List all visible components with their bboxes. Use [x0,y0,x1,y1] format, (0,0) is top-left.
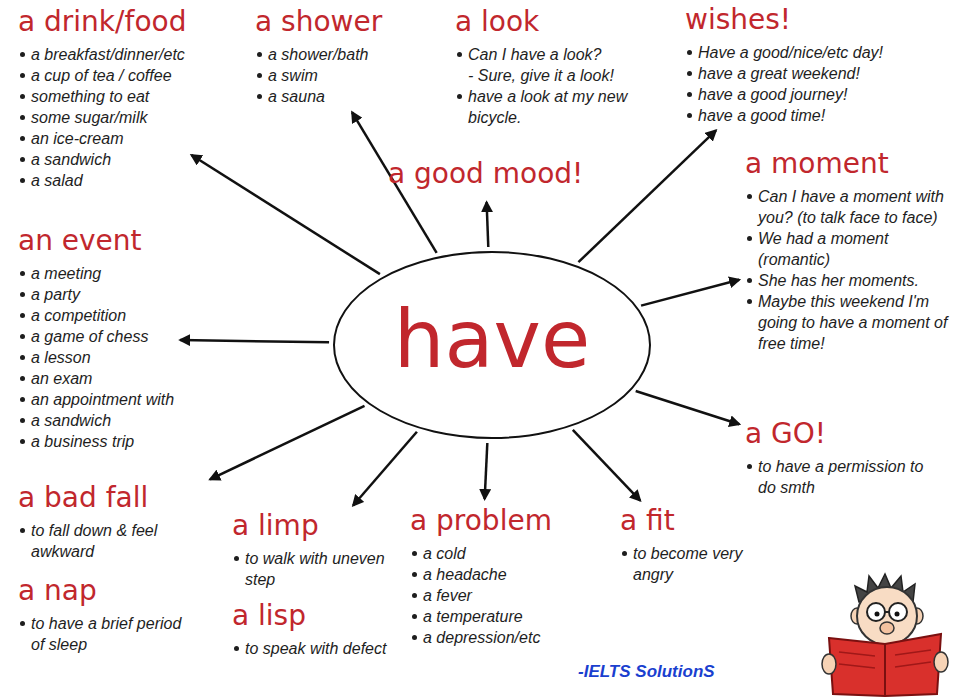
connector-arrow [485,443,488,499]
collocation-group: a lisp to speak with defect [232,600,386,659]
glasses [867,603,885,621]
example-item: a shower/bath [255,44,382,65]
central-word: have [394,300,590,390]
example-item: have a look at my new bicycle. [455,86,665,128]
example-item: a lesson [18,347,174,368]
collocation-group: a momentCan I have a moment with you? (t… [745,148,950,354]
pupil [875,612,880,617]
example-item: a business trip [18,431,174,452]
connector-arrow [578,130,716,262]
example-item: have a good time! [685,105,883,126]
example-item: Can I have a look? [455,44,665,65]
connector-arrow [180,340,329,342]
example-item: a temperature [410,606,552,627]
collocation-group: an event a meetinga partya competitiona g… [18,225,174,452]
collocation-group: a drink/food a breakfast/dinner/etca cup … [18,6,186,191]
example-item: - Sure, give it a look! [455,65,665,86]
collocation-group: a nap to have a brief period of sleep [18,575,198,655]
example-item: an ice-cream [18,128,186,149]
collocation-group: a lookCan I have a look?- Sure, give it … [455,6,665,128]
example-item: a party [18,284,174,305]
book-lines [839,650,931,668]
example-item: to fall down & feel awkward [18,520,223,562]
group-heading: a limp [232,510,397,542]
group-heading: a moment [745,148,950,180]
example-item: have a good journey! [685,84,883,105]
example-item: to become very angry [620,543,745,585]
head [857,587,917,645]
example-item: a depression/etc [410,627,552,648]
example-item: to walk with uneven step [232,548,397,590]
example-item: a sauna [255,86,382,107]
collocation-group: a good mood! [388,158,583,196]
collocation-group: a limp to walk with uneven step [232,510,397,590]
collocation-group: a GO! to have a permission to do smth [745,418,945,498]
example-item: a fever [410,585,552,606]
example-item: to have a permission to do smth [745,456,945,498]
example-item: a cold [410,543,552,564]
connector-arrow [573,430,640,501]
group-heading: a problem [410,505,552,537]
collocation-group: a bad fall to fall down & feel awkward [18,482,223,562]
connector-arrow [487,202,489,247]
example-item: a sandwich [18,410,174,431]
group-heading: a bad fall [18,482,223,514]
group-heading: wishes! [685,4,883,36]
pupil [895,612,900,617]
example-item: some sugar/milk [18,107,186,128]
example-item: a swim [255,65,382,86]
group-heading: a lisp [232,600,386,632]
group-heading: a look [455,6,665,38]
example-item: She has her moments. [745,270,950,291]
example-item: Can I have a moment with you? (to talk f… [745,186,950,228]
book-spine [884,644,886,696]
example-item: a competition [18,305,174,326]
glasses-bridge [885,611,889,613]
connector-arrow [353,432,417,506]
example-item: an exam [18,368,174,389]
hand [822,654,836,674]
hand [934,652,948,672]
glasses [889,603,907,621]
connector-arrow [191,155,379,274]
example-item: to speak with defect [232,638,386,659]
collocation-group: a fit to become very angry [620,505,745,585]
group-heading: a drink/food [18,6,186,38]
example-item: have a great weekend! [685,63,883,84]
group-heading: a fit [620,505,745,537]
example-item: a meeting [18,263,174,284]
group-heading: a nap [18,575,198,607]
central-ellipse: have [332,250,652,440]
nose [880,622,894,634]
example-item: to have a brief period of sleep [18,613,198,655]
ellipse-shape [334,252,650,438]
connector-arrow [210,406,365,480]
example-item: a breakfast/dinner/etc [18,44,186,65]
example-item: Maybe this weekend I'm going to have a m… [745,291,950,354]
example-item: a game of chess [18,326,174,347]
group-heading: a shower [255,6,382,38]
group-heading: an event [18,225,174,257]
connector-arrow [641,280,739,306]
red-book [829,634,941,696]
example-item: an appointment with [18,389,174,410]
example-item: a salad [18,170,186,191]
example-item: something to eat [18,86,186,107]
collocation-group: wishes!Have a good/nice/etc day!have a g… [685,4,883,126]
example-item: a cup of tea / coffee [18,65,186,86]
collocation-group: a shower a shower/batha swima sauna [255,6,382,107]
example-item: a sandwich [18,149,186,170]
example-item: Have a good/nice/etc day! [685,42,883,63]
reader-illustration [815,572,955,697]
example-item: a headache [410,564,552,585]
connector-arrow [636,391,740,424]
group-heading: a GO! [745,418,945,450]
collocation-group: a problem a colda headachea fevera temper… [410,505,552,648]
watermark: -IELTS SolutionS [578,662,715,682]
group-heading: a good mood! [388,158,583,190]
example-item: We had a moment (romantic) [745,228,950,270]
